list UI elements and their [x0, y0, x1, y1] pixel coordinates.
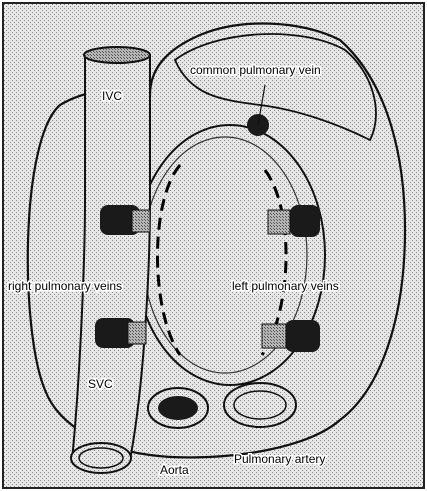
label-aorta: Aorta — [160, 463, 189, 477]
label-ivc: IVC — [102, 89, 122, 103]
label-svc: SVC — [88, 377, 113, 391]
right-vein-lower-ribs — [128, 322, 146, 344]
pulmonary-artery-lumen — [234, 391, 286, 419]
left-vein-upper-ribs — [268, 210, 290, 234]
ivc-opening — [84, 47, 150, 63]
left-pulmonary-vein-upper — [290, 205, 320, 237]
label-right-pulmonary-veins: right pulmonary veins — [8, 279, 122, 293]
label-pulmonary-artery: Pulmonary artery — [234, 452, 325, 466]
label-common-pulmonary-vein: common pulmonary vein — [190, 63, 321, 77]
aorta-lumen — [158, 396, 198, 420]
left-pulmonary-vein-lower — [285, 320, 320, 352]
right-vein-upper-ribs — [132, 210, 150, 232]
label-left-pulmonary-veins: left pulmonary veins — [232, 279, 339, 293]
left-vein-lower-ribs — [262, 324, 286, 348]
